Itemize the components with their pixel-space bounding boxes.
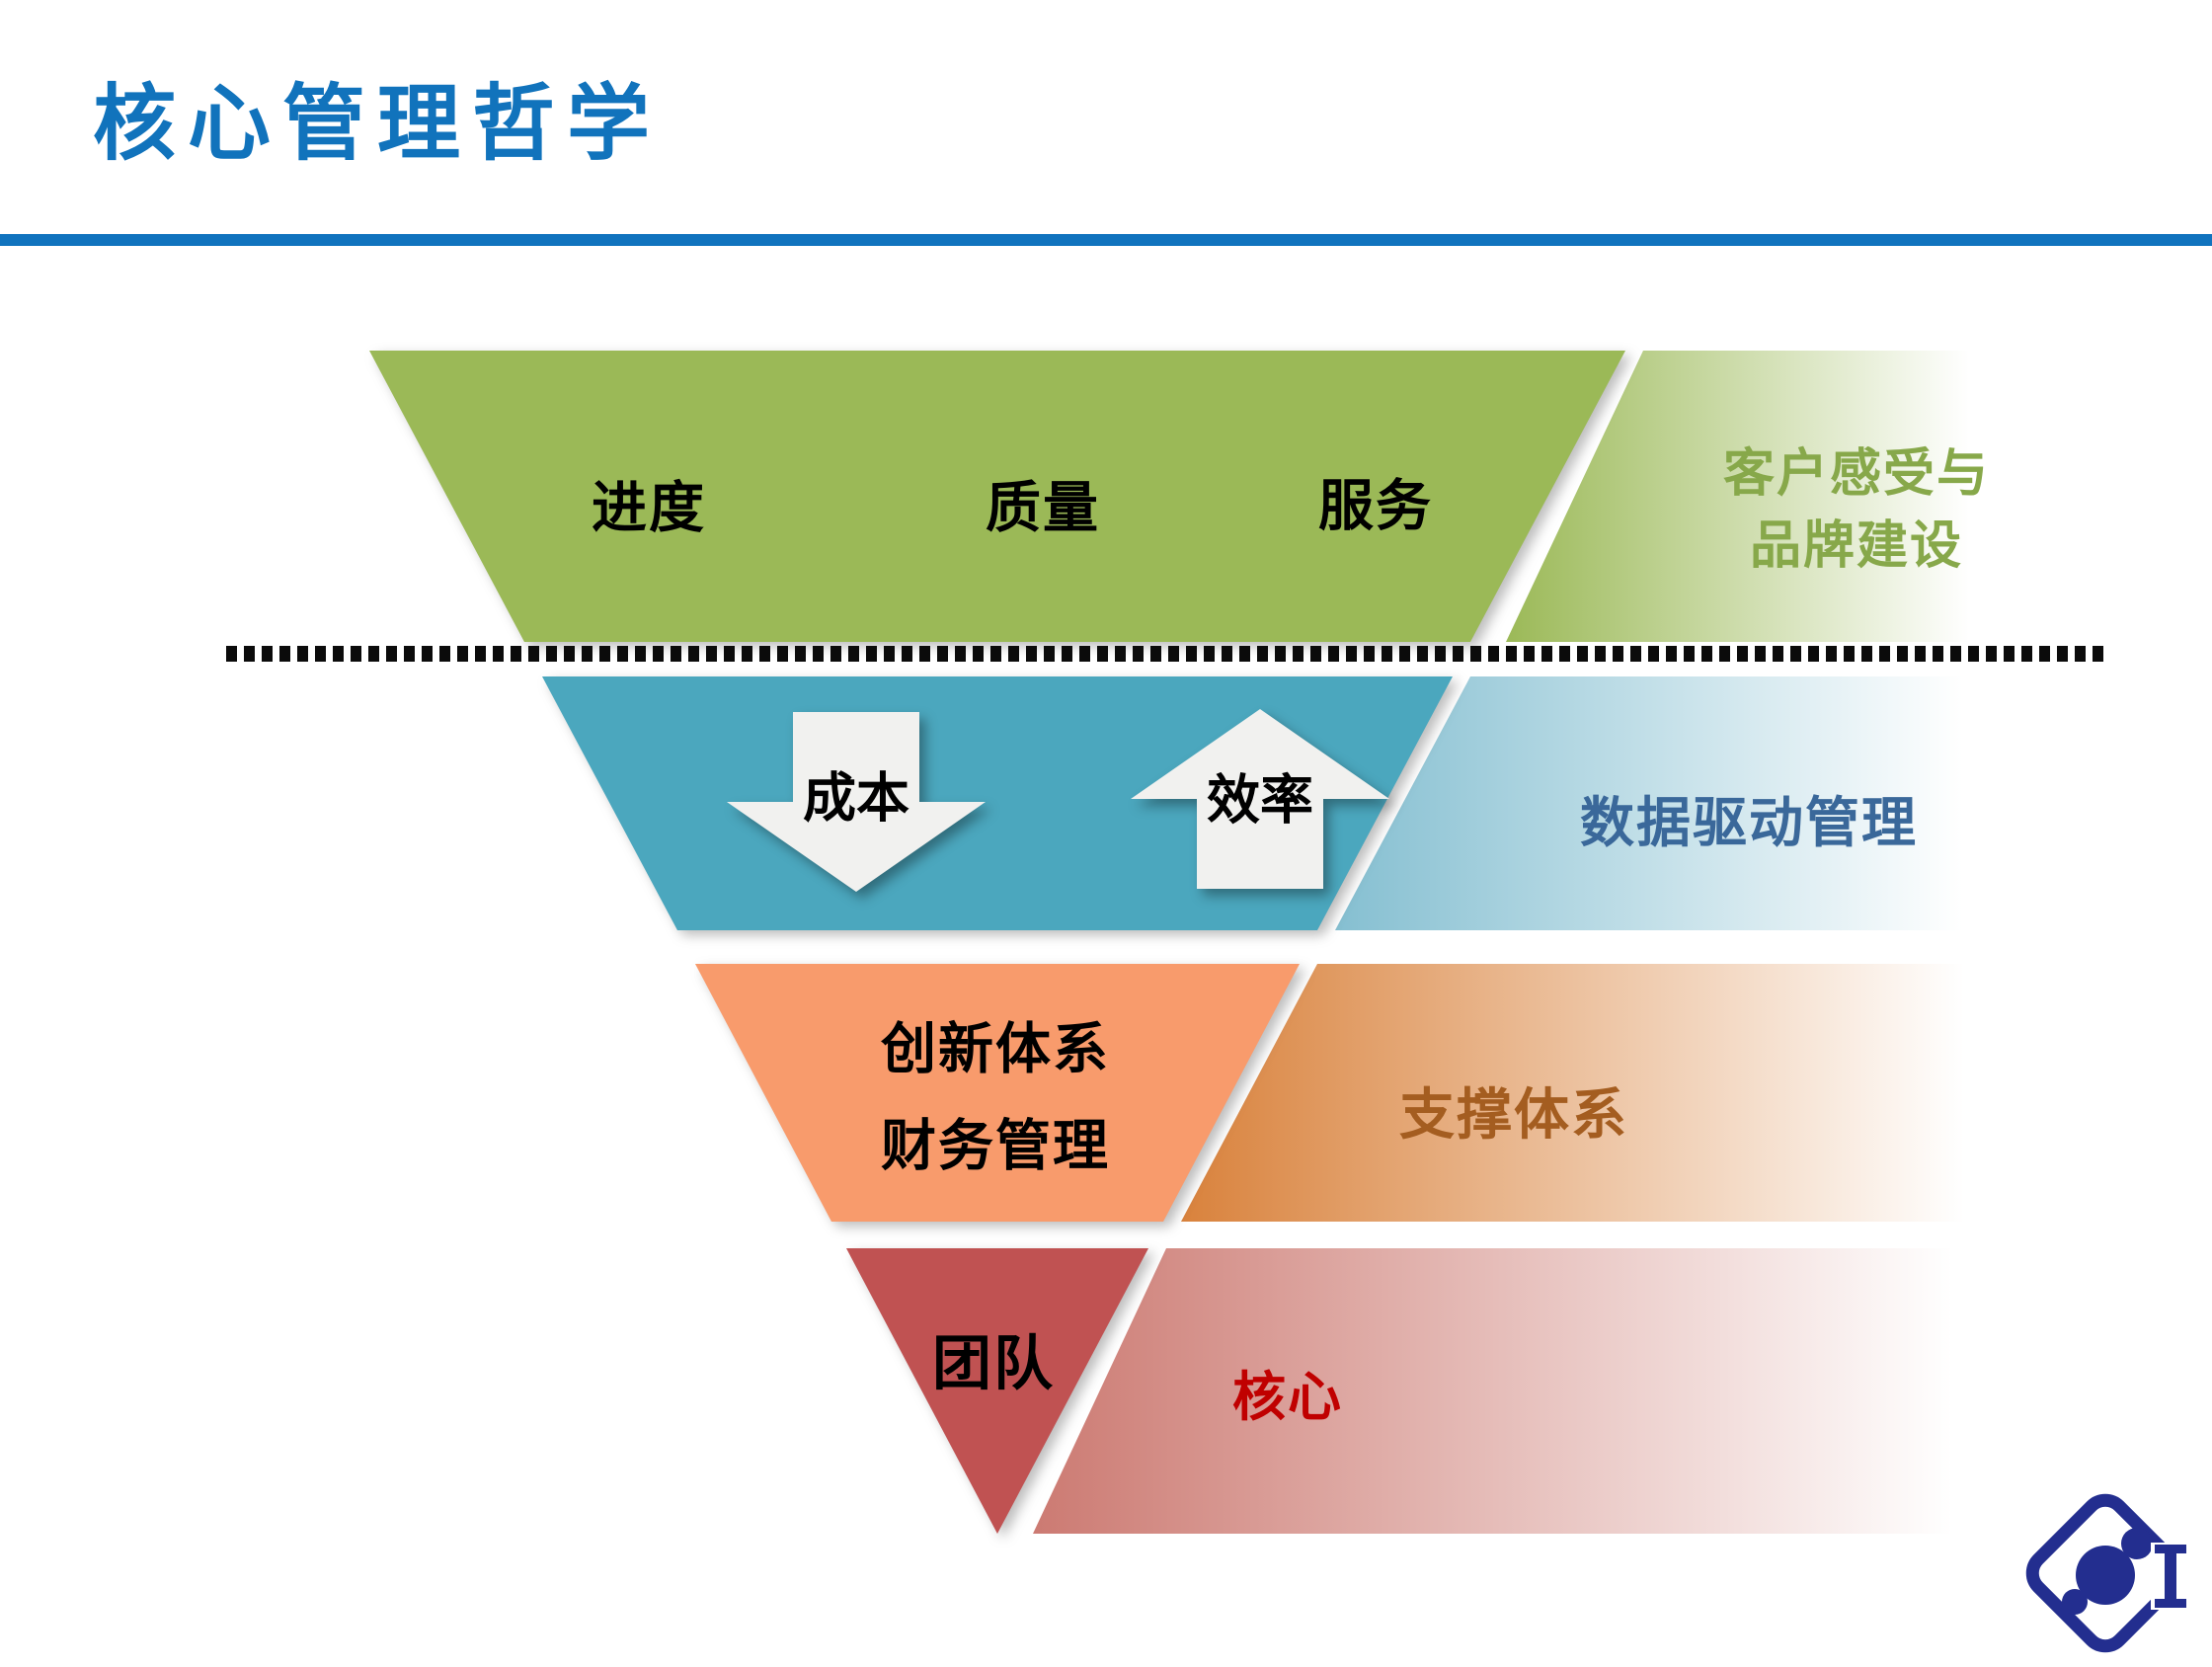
band-data-driven [1335, 676, 2032, 930]
trapezoid-orange [695, 964, 1300, 1222]
page-title: 核心管理哲学 [93, 75, 663, 172]
red-item-team: 团队 [932, 1329, 1055, 1399]
logo-letter-i [2151, 1543, 2190, 1610]
band-label-line1: 客户感受与 [1722, 444, 1990, 504]
cost-down-arrow: 成本 [727, 712, 986, 892]
pyramid-layer-customer-experience [369, 351, 1625, 642]
pyramid-layer-core [846, 1248, 1148, 1534]
dashed-divider-line [226, 646, 2108, 662]
company-logo [2025, 1493, 2190, 1653]
cost-label: 成本 [803, 766, 909, 830]
green-item-quality: 质量 [986, 476, 1100, 541]
logo-circle-small-top [2121, 1528, 2153, 1559]
logo-circle-large [2076, 1546, 2135, 1605]
band-label-customer-experience: 客户感受与 品牌建设 [1669, 438, 2044, 583]
orange-item-innovation: 创新体系 [881, 1017, 1110, 1082]
green-item-progress: 进度 [592, 476, 706, 541]
band-label-data-driven: 数据驱动管理 [1580, 791, 1919, 854]
band-label-support-system: 支撑体系 [1399, 1083, 1628, 1148]
band-support-system [1181, 964, 2032, 1222]
efficiency-label: 效率 [1207, 768, 1313, 832]
pyramid-layer-support-system [695, 964, 1300, 1222]
band-label-core: 核心 [1232, 1366, 1343, 1428]
down-arrow-shape: 成本 [727, 712, 986, 892]
band-core [1033, 1248, 2032, 1534]
efficiency-up-arrow: 效率 [1131, 709, 1389, 889]
trapezoid-green [369, 351, 1625, 642]
header-divider-line [0, 234, 2212, 246]
orange-item-finance: 财务管理 [881, 1114, 1110, 1179]
band-label-line2: 品牌建设 [1749, 516, 1963, 576]
up-arrow-shape: 效率 [1131, 709, 1389, 889]
logo-circle-small-bottom [2062, 1589, 2088, 1615]
green-item-service: 服务 [1318, 474, 1433, 539]
